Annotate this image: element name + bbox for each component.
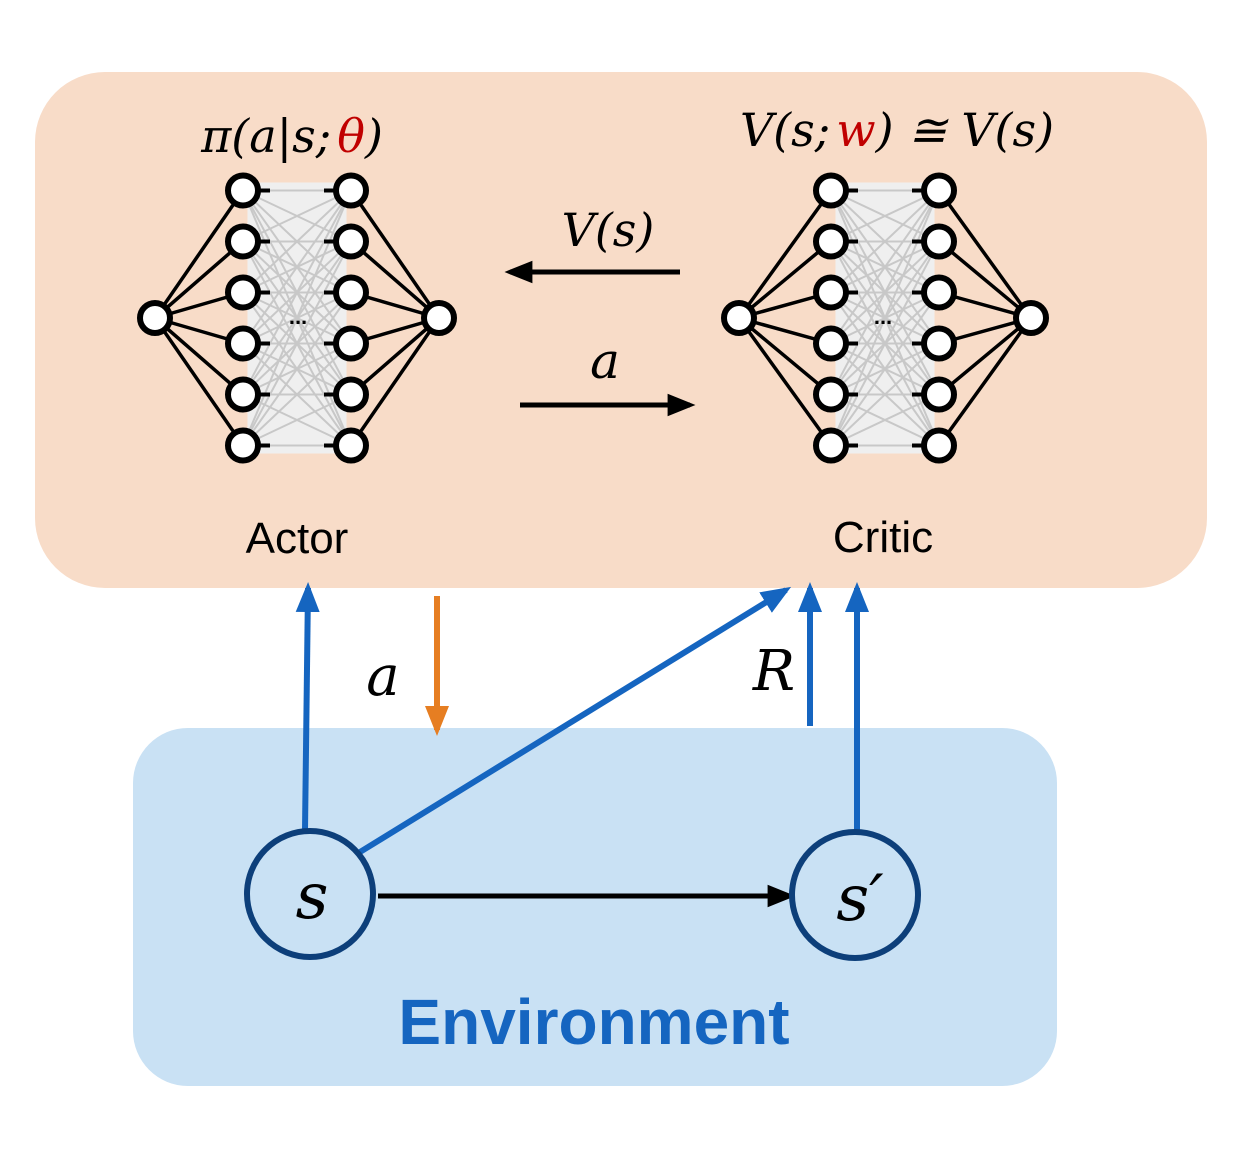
hidden-node	[333, 274, 369, 311]
hidden-node	[921, 223, 957, 260]
hidden-node	[813, 427, 849, 464]
hidden-node	[333, 325, 369, 362]
next-state-label: s′	[836, 862, 884, 936]
edge	[937, 189, 1033, 320]
edge	[153, 316, 245, 396]
hidden-connection	[830, 190, 940, 446]
hidden-node	[921, 274, 957, 311]
edge	[937, 240, 1033, 320]
edge	[737, 189, 833, 320]
hidden-connection	[242, 190, 352, 395]
actor-hidden-dots: ...	[289, 304, 307, 329]
hidden-connection	[830, 190, 940, 395]
hidden-node	[225, 376, 261, 413]
output-node	[1013, 300, 1049, 336]
hidden-node	[333, 427, 369, 464]
edge	[937, 316, 1033, 396]
environment-label: Environment	[398, 986, 789, 1058]
hidden-node	[813, 376, 849, 413]
actor-network-icon	[137, 172, 457, 464]
hidden-connection	[242, 189, 352, 345]
policy-prefix: π(a|s;	[200, 109, 331, 163]
action-arrow-label: a	[590, 332, 620, 390]
input-node	[137, 300, 173, 336]
edge	[349, 317, 441, 447]
hidden-connection	[242, 190, 352, 446]
hidden-node	[921, 376, 957, 413]
hidden-node	[225, 325, 261, 362]
hidden-node	[921, 172, 957, 209]
edge	[153, 317, 245, 447]
hidden-node	[225, 274, 261, 311]
edge	[349, 189, 441, 319]
hidden-node	[225, 223, 261, 260]
actor-policy-formula: π(a|s;θ)	[200, 109, 383, 163]
hidden-node	[333, 376, 369, 413]
edge	[937, 316, 1033, 447]
hidden-connection	[830, 291, 940, 447]
edge	[153, 189, 245, 319]
edge	[737, 316, 833, 396]
hidden-node	[333, 172, 369, 209]
critic-label: Critic	[833, 513, 933, 562]
hidden-connection	[830, 189, 940, 243]
critic-value-formula: V(s;w) ≅ V(s)	[740, 103, 1054, 157]
hidden-node	[921, 325, 957, 362]
value-arrow-label: V(s)	[562, 203, 655, 257]
value-param: w	[836, 103, 875, 157]
output-node	[421, 300, 457, 336]
next-state-circle	[789, 829, 921, 961]
reward-label: R	[752, 639, 795, 704]
hidden-connection	[830, 342, 940, 447]
hidden-connection	[830, 393, 940, 447]
hidden-connection	[830, 241, 940, 446]
state-circle	[244, 828, 376, 960]
critic-network-icon	[721, 172, 1049, 464]
state-to-critic-arrow	[358, 586, 792, 855]
hidden-connection	[830, 189, 940, 345]
action-to-env-label: a	[366, 644, 399, 709]
edge	[349, 240, 441, 320]
value-suffix: ) ≅ V(s)	[875, 103, 1054, 157]
hidden-connection	[242, 342, 352, 447]
hidden-node	[921, 427, 957, 464]
environment-panel	[133, 728, 1057, 1086]
hidden-node	[225, 427, 261, 464]
actor-label: Actor	[246, 514, 349, 563]
hidden-node	[813, 172, 849, 209]
hidden-node	[225, 172, 261, 209]
hidden-node	[813, 223, 849, 260]
hidden-connection	[830, 189, 940, 294]
input-node	[721, 300, 757, 336]
hidden-node	[333, 223, 369, 260]
edge	[737, 316, 833, 447]
policy-param: θ	[337, 109, 365, 163]
edge	[153, 240, 245, 320]
edge	[737, 240, 833, 320]
edge	[349, 316, 441, 396]
value-prefix: V(s;	[740, 103, 830, 157]
state-to-actor-arrow	[295, 582, 320, 831]
hidden-connection	[242, 189, 352, 294]
hidden-node	[813, 325, 849, 362]
state-label: s	[296, 860, 329, 934]
hidden-connection	[242, 393, 352, 447]
hidden-connection	[242, 241, 352, 446]
hidden-node	[813, 274, 849, 311]
hidden-connection	[242, 189, 352, 243]
policy-suffix: )	[364, 109, 383, 163]
critic-hidden-dots: ...	[874, 304, 892, 329]
hidden-connection	[242, 291, 352, 447]
